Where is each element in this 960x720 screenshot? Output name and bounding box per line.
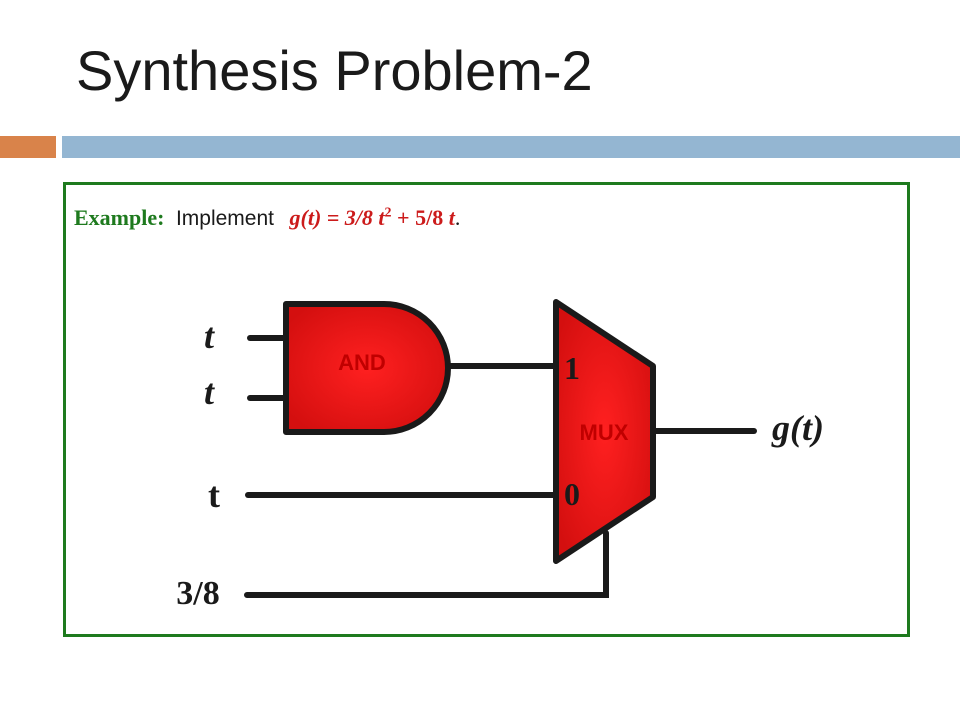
formula-t: t [378,205,385,230]
formula-exponent: 2 [384,205,392,221]
example-content-box [63,182,910,637]
mux-input-0-signal-label: t [208,475,220,515]
slide-title: Synthesis Problem-2 [76,39,593,102]
and-input-b-label: t [204,372,215,412]
example-formula: g(t) = 3/8 t2 + 5/8 t [290,205,455,230]
and-input-a-label: t [204,316,215,356]
wire-select [244,530,609,598]
formula-t2: t [448,205,455,230]
mux-label: MUX [580,420,629,445]
example-verb: Implement [175,207,274,230]
formula-rest: + 5/8 [391,205,449,230]
and-gate [283,301,451,435]
and-gate-label: AND [338,350,386,375]
example-period: . [454,205,461,230]
title-accent-bar-blue [62,136,960,158]
title-accent-bar-orange [0,136,56,158]
mux-input-1-label: 1 [564,350,580,386]
output-label: g(t) [771,408,824,448]
mux-input-0-label: 0 [564,476,580,512]
select-signal-label: 3/8 [176,575,219,612]
example-line: Example: Implement g(t) = 3/8 t2 + 5/8 t… [74,205,460,231]
example-label: Example: [74,205,165,230]
formula-lhs: g(t) = 3/8 [289,205,379,230]
multiplexer [553,299,656,564]
